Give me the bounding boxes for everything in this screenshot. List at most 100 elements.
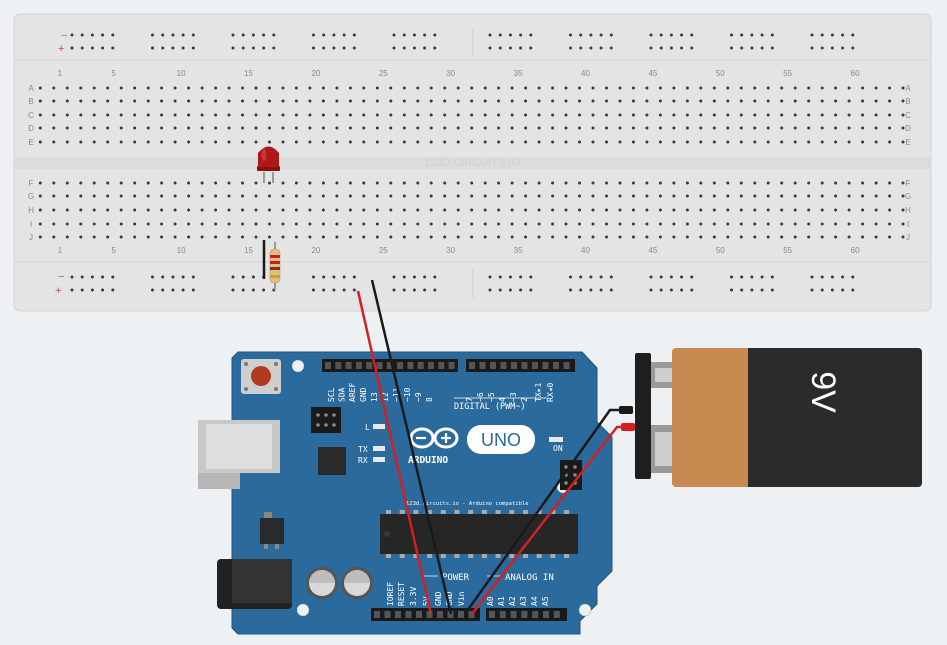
digital-pin-label: 2 (520, 397, 529, 402)
column-number: 30 (446, 69, 455, 78)
power-pin-label: 5V (422, 596, 431, 606)
column-number: 5 (111, 246, 116, 255)
row-letter: A (28, 84, 34, 93)
row-letter: A (905, 84, 911, 93)
breadboard-labels: 1155101015152020252530303535404045455050… (28, 69, 911, 255)
breadboard-holes[interactable] (38, 33, 905, 292)
row-letter: I (907, 220, 909, 229)
row-letter: B (905, 97, 910, 106)
digital-pin-label: 4 (498, 397, 507, 402)
column-number: 20 (311, 246, 320, 255)
power-header[interactable] (371, 608, 567, 621)
voltage-regulator (260, 512, 284, 549)
row-letter: E (28, 138, 33, 147)
led-rx (373, 457, 385, 462)
analog-pin-label: A4 (530, 596, 539, 606)
power-pin-label: 3.3V (409, 587, 418, 606)
led[interactable] (257, 146, 280, 184)
row-letter: H (28, 206, 34, 215)
battery-9v[interactable]: 9V (635, 348, 922, 487)
analog-label: ANALOG IN (505, 573, 554, 583)
column-number: 60 (851, 69, 860, 78)
usb-chip (318, 447, 346, 475)
column-number: 1 (58, 69, 63, 78)
power-pin-label: RESET (397, 582, 406, 606)
rail-minus-top: − (61, 30, 67, 42)
arduino-text: ARDUINO (408, 455, 448, 466)
column-number: 55 (783, 69, 792, 78)
row-letter: D (905, 124, 911, 133)
column-number: 40 (581, 246, 590, 255)
row-letter: B (28, 97, 33, 106)
digital-pin-label: 7 (465, 397, 474, 402)
column-number: 50 (716, 69, 725, 78)
led-tx-label: TX (358, 445, 368, 454)
power-label: POWER (442, 573, 470, 583)
resistor[interactable] (269, 242, 281, 290)
uno-text: UNO (481, 430, 521, 450)
led-tx (373, 446, 385, 451)
analog-pin-label: A1 (497, 596, 506, 606)
digital-label: DIGITAL (PWM~) (454, 402, 526, 412)
power-pin-label: Vin (457, 591, 466, 606)
column-number: 55 (783, 246, 792, 255)
row-letter: F (29, 179, 34, 188)
capacitors (306, 567, 373, 599)
row-letter: J (29, 233, 33, 242)
column-number: 15 (244, 69, 253, 78)
digital-pin-label: ~5 (487, 392, 496, 402)
digital-pin-label: ~10 (403, 387, 412, 402)
digital-pin-label: GND (359, 387, 368, 402)
column-number: 15 (244, 246, 253, 255)
row-letter: E (905, 138, 910, 147)
power-jack[interactable] (217, 559, 292, 609)
led-l-label: L (365, 423, 370, 432)
power-pin-label: IOREF (386, 582, 395, 606)
rail-plus-top: + (58, 43, 64, 55)
column-number: 10 (177, 246, 186, 255)
digital-pin-label: SDA (338, 387, 347, 402)
digital-pin-label: ~11 (392, 387, 401, 402)
rail-minus-bottom: − (58, 271, 64, 283)
column-number: 35 (514, 246, 523, 255)
row-letter: G (905, 192, 911, 201)
usb-port[interactable] (198, 420, 280, 489)
icsp-header (311, 407, 341, 433)
row-letter: J (906, 233, 910, 242)
battery-label: 9V (804, 371, 842, 413)
digital-header[interactable] (322, 359, 575, 372)
row-letter: C (905, 111, 911, 120)
digital-pin-label: ~3 (509, 392, 518, 402)
reset-button[interactable] (241, 359, 281, 394)
column-number: 1 (58, 246, 63, 255)
column-number: 40 (581, 69, 590, 78)
column-number: 25 (379, 246, 388, 255)
led-rx-label: RX (358, 456, 368, 465)
analog-pin-label: A0 (486, 596, 495, 606)
column-number: 20 (311, 69, 320, 78)
breadboard[interactable]: − + − + 11551010151520202525303035354040… (13, 13, 932, 312)
wires[interactable] (356, 279, 635, 615)
rail-plus-bottom: + (55, 285, 61, 297)
row-letter: D (28, 124, 34, 133)
digital-pin-label: SCL (327, 387, 336, 402)
analog-pin-label: A5 (541, 596, 550, 606)
digital-pin-label: ~6 (476, 392, 485, 402)
wire-5v-red[interactable] (356, 290, 433, 615)
digital-pin-label: TX▸1 (534, 383, 543, 402)
column-number: 35 (514, 69, 523, 78)
wire-gnd-black[interactable] (370, 279, 453, 615)
analog-pin-label: A3 (519, 596, 528, 606)
row-letter: F (906, 179, 911, 188)
row-letter: I (30, 220, 32, 229)
digital-pin-label: AREF (348, 383, 357, 402)
column-number: 30 (446, 246, 455, 255)
column-number: 60 (851, 246, 860, 255)
led-l (373, 424, 385, 429)
power-pin-label: GND (445, 591, 454, 606)
digital-pin-label: 12 (381, 392, 390, 402)
digital-pin-label: 13 (370, 392, 379, 402)
